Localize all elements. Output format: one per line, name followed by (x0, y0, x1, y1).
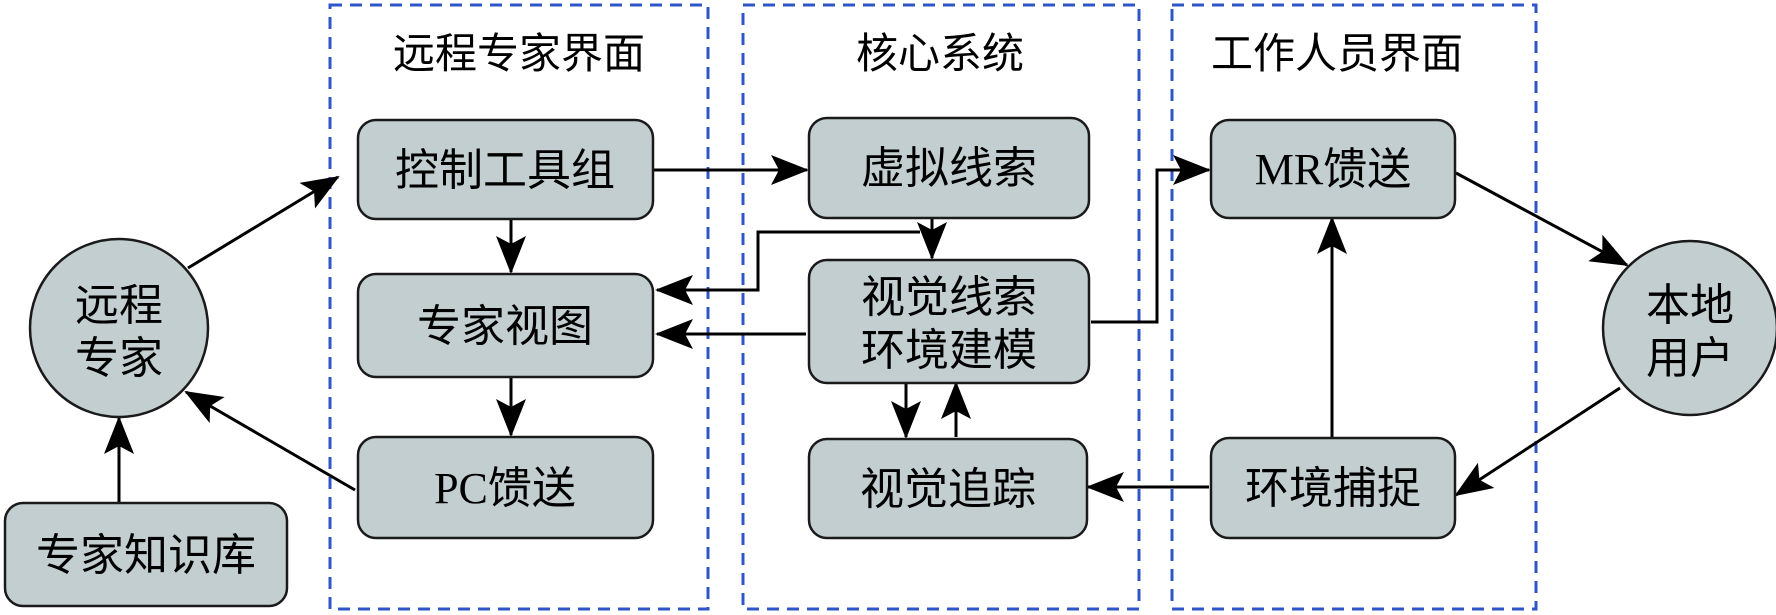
visual-cues-env-line2: 环境建模 (861, 325, 1037, 376)
local-user-node: 本地 用户 (1601, 239, 1776, 417)
edge-virtual-to-view (655, 230, 920, 305)
knowledge-base-label: 专家知识库 (36, 530, 256, 581)
pc-feed-node: PC馈送 (356, 435, 655, 540)
local-user-line2: 用户 (1646, 333, 1734, 384)
control-tools-label: 控制工具组 (395, 145, 615, 196)
virtual-cues-node: 虚拟线索 (807, 116, 1091, 220)
env-capture-node: 环境捕捉 (1209, 436, 1457, 540)
edge-visual-to-mrfeed (1091, 155, 1211, 324)
worker-ui-panel (1170, 3, 1538, 611)
control-tools-node: 控制工具组 (356, 118, 655, 221)
edge-pcfeed-to-expert (184, 390, 356, 492)
visual-tracking-node: 视觉追踪 (807, 437, 1089, 540)
core-system-title: 核心系统 (856, 29, 1024, 78)
remote-ui-title: 远程专家界面 (393, 29, 645, 78)
expert-view-node: 专家视图 (356, 272, 655, 379)
visual-cues-env-node: 视觉线索 环境建模 (807, 258, 1091, 385)
mr-feed-node: MR馈送 (1209, 118, 1457, 220)
visual-cues-env-line1: 视觉线索 (861, 272, 1037, 323)
expert-view-label: 专家视图 (417, 301, 593, 352)
mr-feed-label: MR馈送 (1255, 145, 1411, 194)
remote-expert-line1: 远程 (75, 280, 163, 331)
knowledge-base-node: 专家知识库 (3, 501, 289, 608)
edge-expert-to-control (187, 175, 340, 270)
env-capture-label: 环境捕捉 (1245, 463, 1421, 514)
virtual-cues-label: 虚拟线索 (861, 143, 1037, 194)
visual-tracking-label: 视觉追踪 (860, 464, 1036, 515)
edge-mrfeed-to-user (1455, 171, 1629, 267)
worker-ui-title: 工作人员界面 (1211, 29, 1463, 78)
remote-expert-line2: 专家 (75, 333, 163, 384)
remote-ui-panel (328, 3, 710, 611)
remote-expert-node: 远程 专家 (28, 237, 210, 419)
edge-user-to-capture (1454, 386, 1621, 497)
edges (104, 155, 1629, 503)
pc-feed-label: PC馈送 (434, 464, 576, 513)
local-user-line1: 本地 (1646, 280, 1734, 331)
